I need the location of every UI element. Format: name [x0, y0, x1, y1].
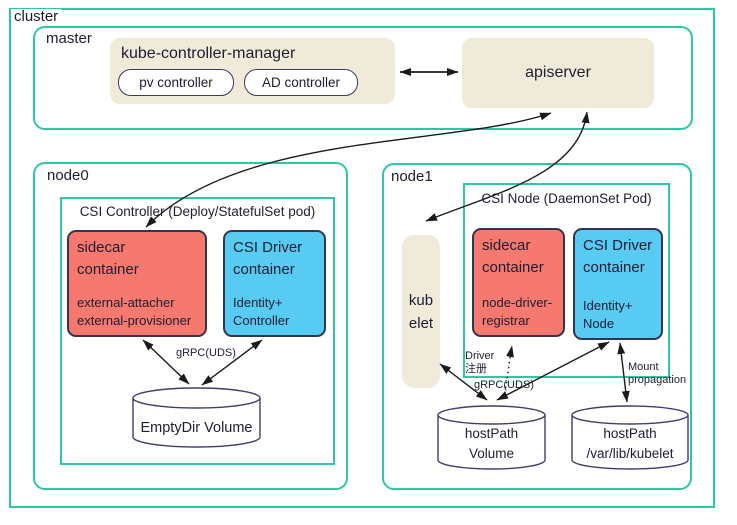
node1-driver-sub1: Identity+: [583, 298, 633, 313]
node0-sidecar-container-box: sidecar container external-attacher exte…: [67, 230, 207, 337]
node0-driver-sub2: Controller: [233, 313, 290, 328]
node0-grpc-label: gRPC(UDS): [176, 347, 236, 359]
node0-driver-line1: CSI Driver: [233, 239, 303, 256]
node0-driver-line2: container: [233, 261, 295, 278]
kube-controller-manager-box: kube-controller-manager pv controller AD…: [110, 38, 395, 104]
node1-driver-line1: CSI Driver: [583, 237, 653, 254]
mount-propagation-line1: Mount: [628, 361, 659, 373]
csi-node-pod-title: CSI Node (DaemonSet Pod): [481, 191, 652, 206]
hostpath-kubelet-line1: hostPath: [603, 426, 657, 441]
node0-sidecar-line1: sidecar: [77, 239, 126, 256]
hostpath-volume-line1: hostPath: [464, 426, 519, 441]
hostpath-kubelet-line2: /var/lib/kubelet: [586, 446, 674, 461]
node0-sidecar-line2: container: [77, 261, 139, 278]
node1-driver-sub2: Node: [583, 316, 615, 331]
node0-driver-sub1: Identity+: [233, 295, 283, 310]
master-label: master: [46, 30, 92, 47]
driver-register-line2: 注册: [465, 363, 487, 375]
node1-label: node1: [391, 168, 433, 185]
mount-propagation-label: Mount propagation: [628, 361, 686, 387]
ad-controller-pill: AD controller: [244, 69, 358, 96]
node1-sidecar-line1: sidecar: [482, 237, 531, 254]
node0-sidecar-sub1: external-attacher: [77, 295, 175, 310]
pv-controller-pill: pv controller: [118, 69, 234, 96]
node1-sidecar-container-box: sidecar container node-driver- registrar: [472, 228, 565, 337]
node1-sidecar-line2: container: [482, 259, 544, 276]
node1-sidecar-sub1: node-driver-: [482, 295, 553, 310]
hostpath-volume-line2: Volume: [468, 446, 515, 461]
csi-controller-pod-title: CSI Controller (Deploy/StatefulSet pod): [79, 204, 316, 219]
kubelet-line1: kub: [408, 291, 434, 309]
kubelet-box: kub elet: [402, 235, 440, 388]
hostpath-volume-label: hostPath Volume: [438, 424, 545, 464]
driver-register-label: Driver 注册: [465, 350, 494, 376]
node1-driver-line2: container: [583, 259, 645, 276]
emptydir-volume-label: EmptyDir Volume: [140, 420, 253, 436]
driver-register-line1: Driver: [465, 350, 495, 362]
hostpath-kubelet-label: hostPath /var/lib/kubelet: [572, 424, 688, 464]
node1-grpc-label: gRPC(UDS): [474, 379, 534, 391]
node1-sidecar-sub2: registrar: [482, 313, 530, 328]
mount-propagation-line2: propagation: [628, 374, 687, 386]
kcm-title: kube-controller-manager: [121, 45, 296, 62]
node0-sidecar-sub2: external-provisioner: [77, 313, 192, 328]
cluster-box: [9, 8, 715, 508]
node1-csi-driver-container-box: CSI Driver container Identity+ Node: [573, 228, 663, 340]
node0-label: node0: [47, 167, 89, 184]
kubelet-line2: elet: [408, 314, 434, 332]
cluster-label: cluster: [11, 9, 62, 25]
node0-csi-driver-container-box: CSI Driver container Identity+ Controlle…: [223, 230, 326, 337]
apiserver-box: apiserver: [462, 38, 654, 108]
